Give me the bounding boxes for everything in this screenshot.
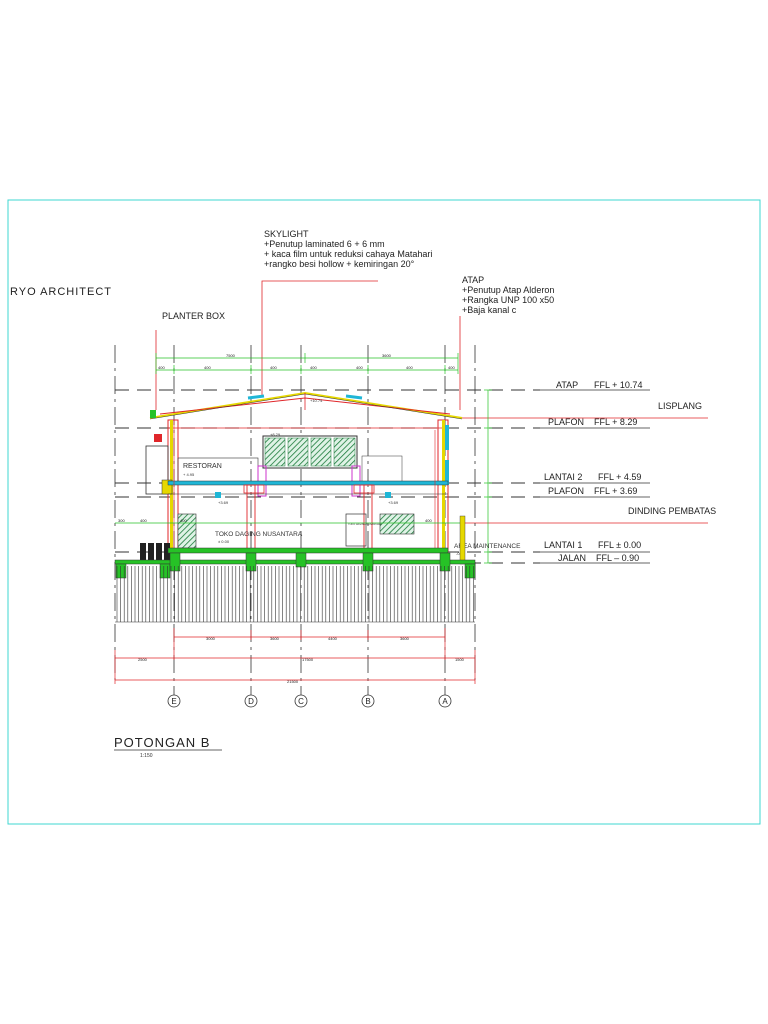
toko-elev: ± 0.00 xyxy=(218,539,230,544)
dinding-pembatas-label: DINDING PEMBATAS xyxy=(628,506,716,516)
level-lantai-2: LANTAI 2 FFL + 4.59 xyxy=(540,472,650,484)
door-sign xyxy=(345,513,367,547)
foundation-piles xyxy=(115,566,475,623)
grid-label: D xyxy=(248,697,254,706)
plafon-upper-mark: +8.29 xyxy=(270,432,281,437)
level-labels: ATAP FFL + 10.74 PLAFON FFL + 8.29 LANTA… xyxy=(540,380,650,564)
dim-top-1: 7500 xyxy=(226,353,236,358)
skylight-line-3: +rangko besi hollow + kemiringan 20° xyxy=(264,259,415,269)
dim-bottom-row2-3: 1500 xyxy=(455,657,465,662)
dim-top-row2-5: 400 xyxy=(356,365,363,370)
level-value: FFL – 0.90 xyxy=(596,553,639,563)
toko-label: TOKO DAGING NUSANTARA xyxy=(215,531,303,538)
atap-line-1: +Penutup Atap Alderon xyxy=(462,285,554,295)
footings xyxy=(115,552,476,579)
atap-title: ATAP xyxy=(462,275,484,285)
skylight-note: SKYLIGHT +Penutup laminated 6 + 6 mm + k… xyxy=(264,229,432,269)
restoran-elev: + 4.95 xyxy=(183,472,195,477)
level-value: FFL + 3.69 xyxy=(594,486,637,496)
grid-bubble-a: A xyxy=(438,694,452,708)
level-value: FFL + 8.29 xyxy=(594,417,637,427)
bottom-dimensions xyxy=(114,628,476,684)
door-sign-text: TOKO DAGING NUSANTARA xyxy=(348,523,382,526)
grid-label: E xyxy=(171,697,176,706)
level-value: FFL ± 0.00 xyxy=(598,540,641,550)
skylight-glass-right xyxy=(345,394,363,400)
svg-text:400: 400 xyxy=(180,518,187,523)
building-section: +10.74 +8.29 RESTORAN + 4.95 xyxy=(114,391,521,623)
svg-text:400: 400 xyxy=(425,518,432,523)
lisplang-label: LISPLANG xyxy=(658,401,702,411)
grid-axis-lines xyxy=(114,345,476,695)
level-name: PLAFON xyxy=(548,486,584,496)
dim-top-row2-6: 400 xyxy=(406,365,413,370)
skylight-glass-left xyxy=(247,394,265,400)
clerestory-window xyxy=(262,435,358,469)
drawing-scale: 1:150 xyxy=(140,753,153,759)
planter-box-label: PLANTER BOX xyxy=(162,311,225,321)
atap-note: ATAP +Penutup Atap Alderon +Rangka UNP 1… xyxy=(462,275,554,315)
level-name: ATAP xyxy=(556,380,578,390)
dim-bottom-3: 4400 xyxy=(328,636,338,641)
top-dimensions xyxy=(155,353,459,374)
ground-window-right xyxy=(379,513,415,535)
dim-bottom-row2-2: 17500 xyxy=(302,657,314,662)
entrance-steps xyxy=(140,543,170,563)
dim-top-row2-7: 400 xyxy=(448,365,455,370)
floor-1-slab xyxy=(167,547,449,554)
grid-label: A xyxy=(442,697,448,706)
dim-top-row2-1: 400 xyxy=(158,365,165,370)
skylight-line-1: +Penutup laminated 6 + 6 mm xyxy=(264,239,385,249)
level-plafon-upper: PLAFON FFL + 8.29 xyxy=(540,417,650,429)
roof-outline xyxy=(149,391,463,419)
level-plafon-lower: PLAFON FFL + 3.69 xyxy=(540,486,650,498)
level-name: LANTAI 2 xyxy=(544,472,582,482)
grid-bubble-b: B xyxy=(361,694,375,708)
drawing-frame xyxy=(7,199,761,825)
dim-bottom-total: 21500 xyxy=(287,679,299,684)
dim-bottom-row2-1: 2500 xyxy=(138,657,148,662)
grid-bubble-c: C xyxy=(294,694,308,708)
level-atap: ATAP FFL + 10.74 xyxy=(540,380,650,391)
dim-top-2: 3600 xyxy=(382,353,392,358)
drawing-title: POTONGAN B xyxy=(114,735,210,750)
atap-line-3: +Baja kanal c xyxy=(462,305,517,315)
dim-top-row2-3: 400 xyxy=(270,365,277,370)
skylight-title: SKYLIGHT xyxy=(264,229,309,239)
skylight-line-2: + kaca film untuk reduksi cahaya Matahar… xyxy=(264,249,432,259)
plafon-mark-left: +3.69 xyxy=(218,500,229,505)
svg-text:400: 400 xyxy=(140,518,147,523)
plafon-mark-right: +3.69 xyxy=(388,500,399,505)
restoran-label: RESTORAN xyxy=(183,463,222,470)
level-name: PLAFON xyxy=(548,417,584,427)
dim-bottom-4: 3600 xyxy=(400,636,410,641)
level-value: FFL + 10.74 xyxy=(594,380,642,390)
dim-bottom-2: 3600 xyxy=(270,636,280,641)
dim-bottom-1: 3000 xyxy=(206,636,216,641)
firm-name: RYO ARCHITECT xyxy=(10,286,112,298)
floor-2-slab xyxy=(167,480,449,486)
area-maintenance-label: AREA MAINTENANCE xyxy=(454,543,521,550)
level-lantai-1: LANTAI 1 FFL ± 0.00 xyxy=(540,540,650,553)
level-jalan: JALAN FFL – 0.90 xyxy=(540,553,650,564)
grid-label: C xyxy=(298,697,304,706)
dim-top-row2-4: 400 xyxy=(310,365,317,370)
dim-top-row2-2: 400 xyxy=(204,365,211,370)
atap-line-2: +Rangka UNP 100 x50 xyxy=(462,295,554,305)
svg-text:300: 300 xyxy=(118,518,125,523)
level-name: LANTAI 1 xyxy=(544,540,582,550)
right-vertical-dimension xyxy=(484,389,492,564)
grid-bubbles: E D C B A xyxy=(167,694,452,708)
grid-label: B xyxy=(365,697,370,706)
roof-peak-note: +10.74 xyxy=(310,398,323,403)
level-value: FFL + 4.59 xyxy=(598,472,641,482)
planter-box xyxy=(145,445,169,495)
grid-bubble-d: D xyxy=(244,694,258,708)
grid-bubble-e: E xyxy=(167,694,181,708)
level-name: JALAN xyxy=(558,553,586,563)
